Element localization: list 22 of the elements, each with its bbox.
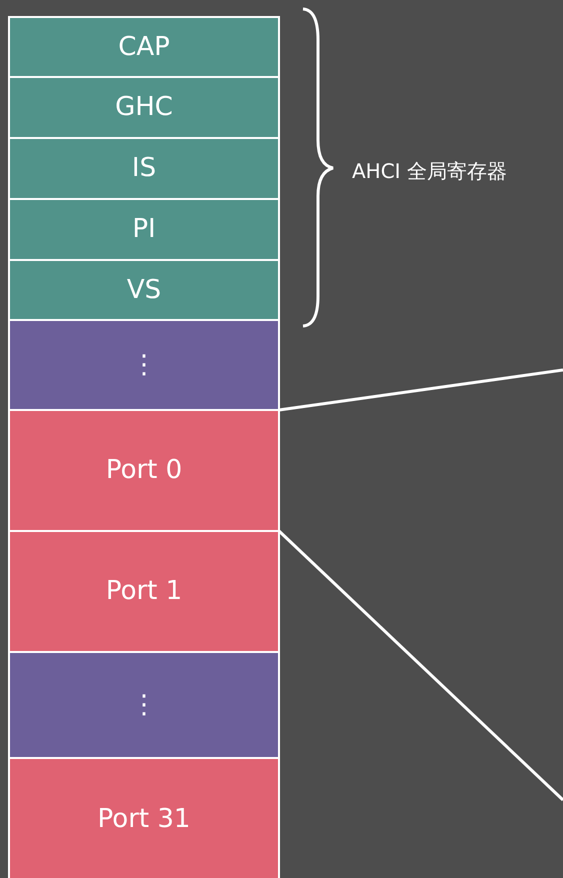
- register-name: CAP: [118, 32, 170, 62]
- register-name: Port 31: [98, 805, 190, 834]
- register-name: ⋮: [131, 690, 157, 720]
- bracket-label: AHCI 全局寄存器: [352, 158, 507, 185]
- register-name: GHC: [115, 93, 173, 122]
- register-name: Port 0: [106, 456, 182, 485]
- register-block: [8, 259, 280, 321]
- register-block: [8, 409, 280, 532]
- register-name: IS: [132, 154, 156, 183]
- register-block: [8, 530, 280, 653]
- register-block: [8, 757, 280, 878]
- register-block: [8, 137, 280, 200]
- register-name: VS: [126, 276, 162, 304]
- register-name: ⋮: [131, 350, 157, 380]
- register-block: [8, 198, 280, 261]
- register-block: [8, 651, 280, 759]
- connector-line: [278, 368, 563, 412]
- register-block: [8, 16, 280, 78]
- register-block: [8, 76, 280, 139]
- register-name: Port 1: [106, 577, 182, 606]
- register-name: PI: [132, 215, 156, 244]
- register-block: [8, 319, 280, 411]
